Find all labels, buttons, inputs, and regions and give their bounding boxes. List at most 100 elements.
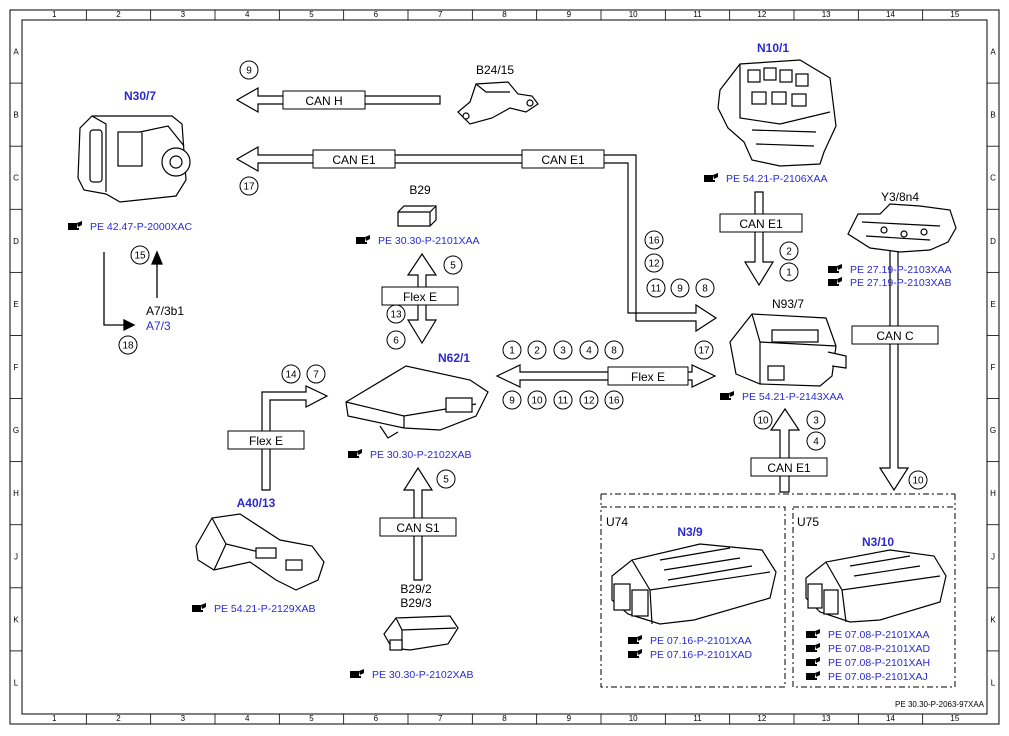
b29-label: B29 xyxy=(409,183,431,197)
signal-number: 9 xyxy=(677,284,683,295)
signal-circle xyxy=(753,410,773,430)
signal-circle xyxy=(644,253,664,273)
bus-can-e1-n10: CAN E1 xyxy=(739,217,783,231)
grid-row-label: F xyxy=(991,363,996,372)
grid-row-label: K xyxy=(990,615,996,624)
a40-13-label: A40/13 xyxy=(237,496,276,510)
grid-col-label: 15 xyxy=(950,714,959,723)
signal-circle xyxy=(118,335,138,355)
grid-row-label: H xyxy=(990,489,996,498)
grid-row-label: F xyxy=(14,363,19,372)
b29-sensor-illustration xyxy=(397,205,437,227)
can-e1-bottom-line xyxy=(769,407,801,493)
signal-circle xyxy=(502,390,522,410)
n30-7-label: N30/7 xyxy=(124,89,156,103)
bus-flex-e-b29: Flex E xyxy=(403,290,437,304)
grid-col-label: 5 xyxy=(309,714,314,723)
b24-15-label: B24/15 xyxy=(476,63,514,77)
signal-circle xyxy=(646,278,666,298)
signal-number: 5 xyxy=(450,261,456,272)
n3-10-ref-3: PE 07.08-P-2101XAH xyxy=(828,657,930,669)
grid-col-label: 15 xyxy=(950,10,959,19)
grid-row-label: A xyxy=(13,48,19,57)
y3-8n4-valve-body-illustration xyxy=(847,203,957,253)
signal-number: 1 xyxy=(509,346,515,357)
n62-1-ref: PE 30.30-P-2102XAB xyxy=(370,449,472,461)
n62-1-module-illustration xyxy=(345,365,489,439)
grid-labels: 1122334455667788991010111112121313141415… xyxy=(13,10,996,723)
signal-number: 15 xyxy=(134,251,146,262)
bus-flex-e-a40: Flex E xyxy=(249,434,283,448)
grid-col-label: 6 xyxy=(374,714,379,723)
n10-1-ref: PE 54.21-P-2106XAA xyxy=(726,173,828,185)
signal-number: 2 xyxy=(534,346,540,357)
n3-9-ecu-illustration xyxy=(611,543,777,625)
signal-circle xyxy=(281,364,301,384)
grid-col-label: 13 xyxy=(822,714,831,723)
grid-row-label: K xyxy=(13,615,19,624)
grid-col-label: 14 xyxy=(886,714,895,723)
signal-circle xyxy=(806,410,826,430)
grid-col-label: 10 xyxy=(629,714,638,723)
signal-circle xyxy=(604,340,624,360)
grid-col-label: 12 xyxy=(757,10,766,19)
bus-can-s1: CAN S1 xyxy=(396,521,440,535)
n93-7-gateway-illustration xyxy=(729,313,847,387)
signal-number: 1 xyxy=(786,268,792,279)
can-e1-n10-line xyxy=(743,191,775,287)
grid-col-label: 11 xyxy=(693,10,702,19)
a40-13-ref: PE 54.21-P-2129XAB xyxy=(214,603,316,615)
signal-circle xyxy=(502,340,522,360)
bus-labels: CAN H CAN E1 CAN E1 CAN E1 Flex E CAN C … xyxy=(227,90,939,537)
grid-col-label: 1 xyxy=(52,10,57,19)
grid-row-label: C xyxy=(13,174,19,183)
y3-8n4-ref-2: PE 27.19-P-2103XAB xyxy=(850,277,952,289)
grid-row-label: E xyxy=(13,300,18,309)
signal-number: 10 xyxy=(757,416,769,427)
grid-col-label: 6 xyxy=(374,10,379,19)
signal-number: 17 xyxy=(243,182,255,193)
signal-number: 5 xyxy=(443,475,449,486)
n3-10-ref-2: PE 07.08-P-2101XAD xyxy=(828,643,931,655)
grid-col-label: 5 xyxy=(309,10,314,19)
footer-code: PE 30.30-P-2063-97XAA xyxy=(895,700,985,709)
grid-col-label: 12 xyxy=(757,714,766,723)
signal-number: 9 xyxy=(246,66,252,77)
signal-number: 9 xyxy=(509,396,515,407)
n3-9-ref-1: PE 07.16-P-2101XAA xyxy=(650,635,752,647)
grid-row-label: G xyxy=(990,426,996,435)
grid-col-label: 3 xyxy=(181,714,186,723)
can-e1-top-line xyxy=(235,145,718,333)
n10-1-label: N10/1 xyxy=(757,41,789,55)
signal-number: 6 xyxy=(393,336,399,347)
signal-circle xyxy=(553,340,573,360)
grid-row-label: B xyxy=(990,111,995,120)
signal-number: 11 xyxy=(558,396,569,407)
signal-number: 12 xyxy=(583,396,595,407)
n3-10-ref-1: PE 07.08-P-2101XAA xyxy=(828,629,930,641)
signal-circle xyxy=(644,230,664,250)
flex-e-main-line xyxy=(495,364,717,388)
signal-circle xyxy=(527,340,547,360)
n62-1-label: N62/1 xyxy=(438,351,470,365)
grid-col-label: 8 xyxy=(502,714,507,723)
outer-frame xyxy=(9,9,1000,725)
u75-label: U75 xyxy=(797,515,819,529)
grid-row-label: L xyxy=(14,678,19,687)
n3-10-ecu-illustration xyxy=(805,549,947,623)
y3-8n4-label: Y3/8n4 xyxy=(881,190,919,204)
signal-number: 7 xyxy=(313,370,319,381)
signal-number: 17 xyxy=(698,346,710,357)
signal-circle xyxy=(579,390,599,410)
signal-circle xyxy=(579,340,599,360)
grid-col-label: 11 xyxy=(693,714,702,723)
signal-number: 11 xyxy=(651,284,662,295)
signal-circle xyxy=(443,255,463,275)
signal-circle xyxy=(553,390,573,410)
b29-2-ref: PE 30.30-P-2102XAB xyxy=(372,669,474,681)
bus-flex-e-main: Flex E xyxy=(631,370,665,384)
signal-number: 8 xyxy=(702,284,708,295)
ecu-group-brackets xyxy=(600,493,956,688)
grid-col-label: 1 xyxy=(52,714,57,723)
bus-can-e1-left: CAN E1 xyxy=(332,153,376,167)
